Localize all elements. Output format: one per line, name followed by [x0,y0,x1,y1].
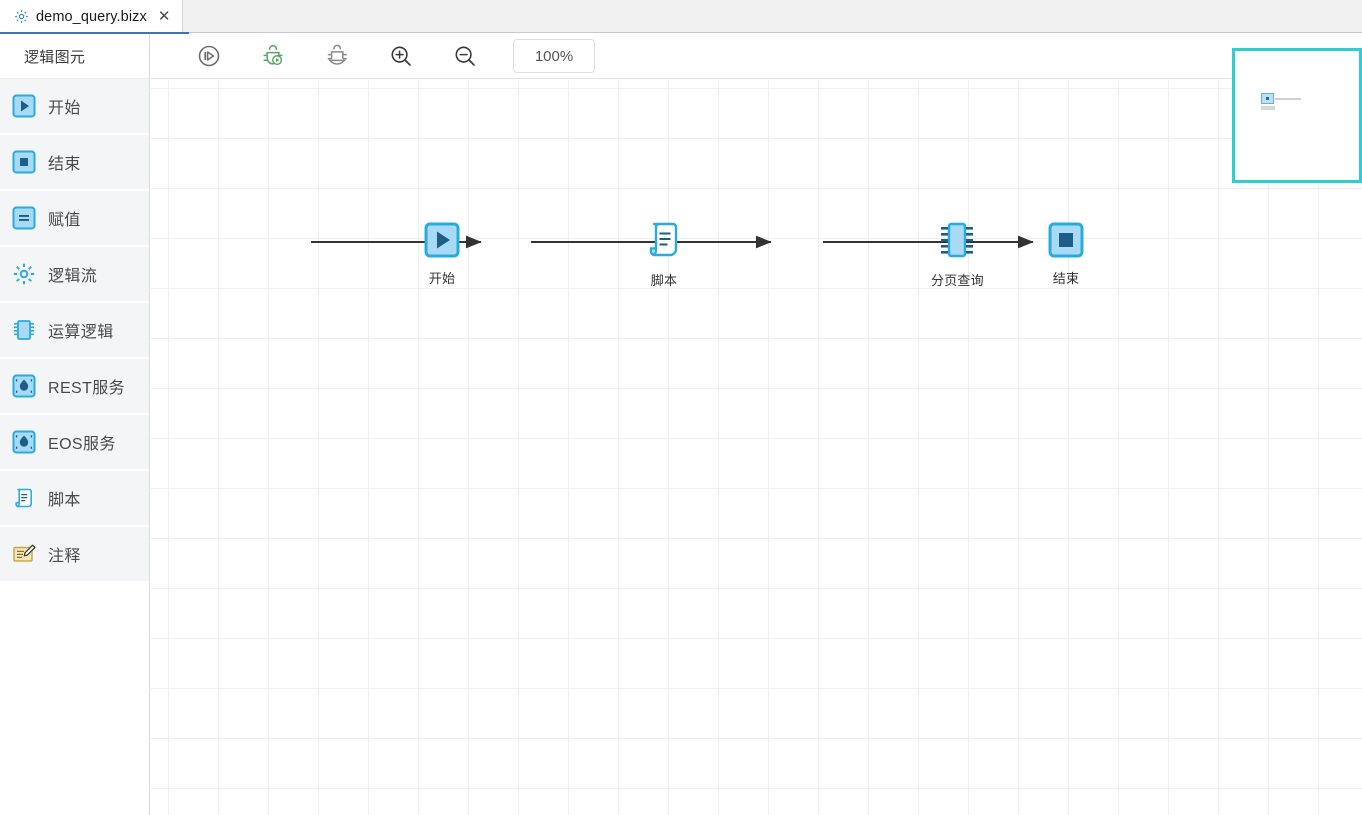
palette-item-label: 运算逻辑 [48,324,114,341]
flow-node-label: 分页查询 [931,273,984,288]
palette-item-label: REST服务 [48,380,126,397]
compute-node-icon [935,220,979,265]
zoom-in-icon [389,44,413,68]
zoom-out-icon [453,44,477,68]
tab-demo-query-bizx[interactable]: demo_query.bizx ✕ [0,0,184,33]
eos-service-icon [12,430,36,454]
palette-item-comment[interactable]: 注释 [0,527,149,583]
tab-active-underline [0,32,189,34]
palette-title: 逻辑图元 [0,34,149,79]
logic-flow-icon [12,262,36,286]
minimap-node-dot [1266,97,1269,100]
rest-service-icon [12,374,36,398]
palette-item-end[interactable]: 结束 [0,135,149,191]
zoom-out-button[interactable] [433,34,497,78]
palette-item-label: 结束 [48,156,81,173]
start-icon [12,94,36,118]
flow-edges [311,235,1034,249]
palette-item-label: EOS服务 [48,436,116,453]
tab-title: demo_query.bizx [36,8,147,25]
compute-logic-icon [12,318,36,342]
flow-node-script[interactable]: 脚本 [644,220,684,289]
logic-element-palette: 逻辑图元 开始 结束 赋值 [0,34,150,815]
step-over-circle-icon [197,44,221,68]
end-node-icon [1048,222,1084,263]
start-node-icon [424,222,460,263]
flow-node-end[interactable]: 结束 [1048,222,1084,287]
tab-strip: demo_query.bizx ✕ [0,0,1362,33]
debug-button[interactable] [241,34,305,78]
minimap-node-label [1261,106,1275,110]
palette-item-rest-service[interactable]: REST服务 [0,359,149,415]
palette-item-assign[interactable]: 赋值 [0,191,149,247]
bug-run-icon [261,44,285,68]
run-step-button[interactable] [177,34,241,78]
gear-icon [14,9,29,24]
flow-canvas[interactable]: 开始 脚本 [151,80,1362,815]
bug-stop-icon [325,44,349,68]
palette-item-label: 赋值 [48,212,81,229]
palette-item-eos-service[interactable]: EOS服务 [0,415,149,471]
flow-node-label: 结束 [1052,271,1080,286]
palette-item-label: 逻辑流 [48,268,98,285]
zoom-in-button[interactable] [369,34,433,78]
palette-item-label: 脚本 [48,492,81,509]
end-icon [12,150,36,174]
flow-node-start[interactable]: 开始 [424,222,460,287]
palette-item-start[interactable]: 开始 [0,79,149,135]
stop-debug-button[interactable] [305,34,369,78]
palette-item-script[interactable]: 脚本 [0,471,149,527]
palette-item-compute-logic[interactable]: 运算逻辑 [0,303,149,359]
minimap-edge [1275,98,1301,100]
flow-node-label: 脚本 [650,273,678,288]
palette-item-logic-flow[interactable]: 逻辑流 [0,247,149,303]
flow-node-label: 开始 [428,271,456,286]
zoom-level-input[interactable]: 100% [513,39,595,73]
assign-icon [12,206,36,230]
palette-item-label: 注释 [48,548,81,565]
comment-icon [12,542,36,566]
script-node-icon [644,220,684,265]
minimap-node [1261,93,1275,110]
flow-node-page-query[interactable]: 分页查询 [931,220,984,289]
palette-item-label: 开始 [48,100,81,117]
close-icon[interactable]: ✕ [157,7,171,25]
editor-toolbar: 100% [151,34,1362,79]
overview-minimap[interactable] [1232,48,1362,183]
script-icon [12,486,36,510]
